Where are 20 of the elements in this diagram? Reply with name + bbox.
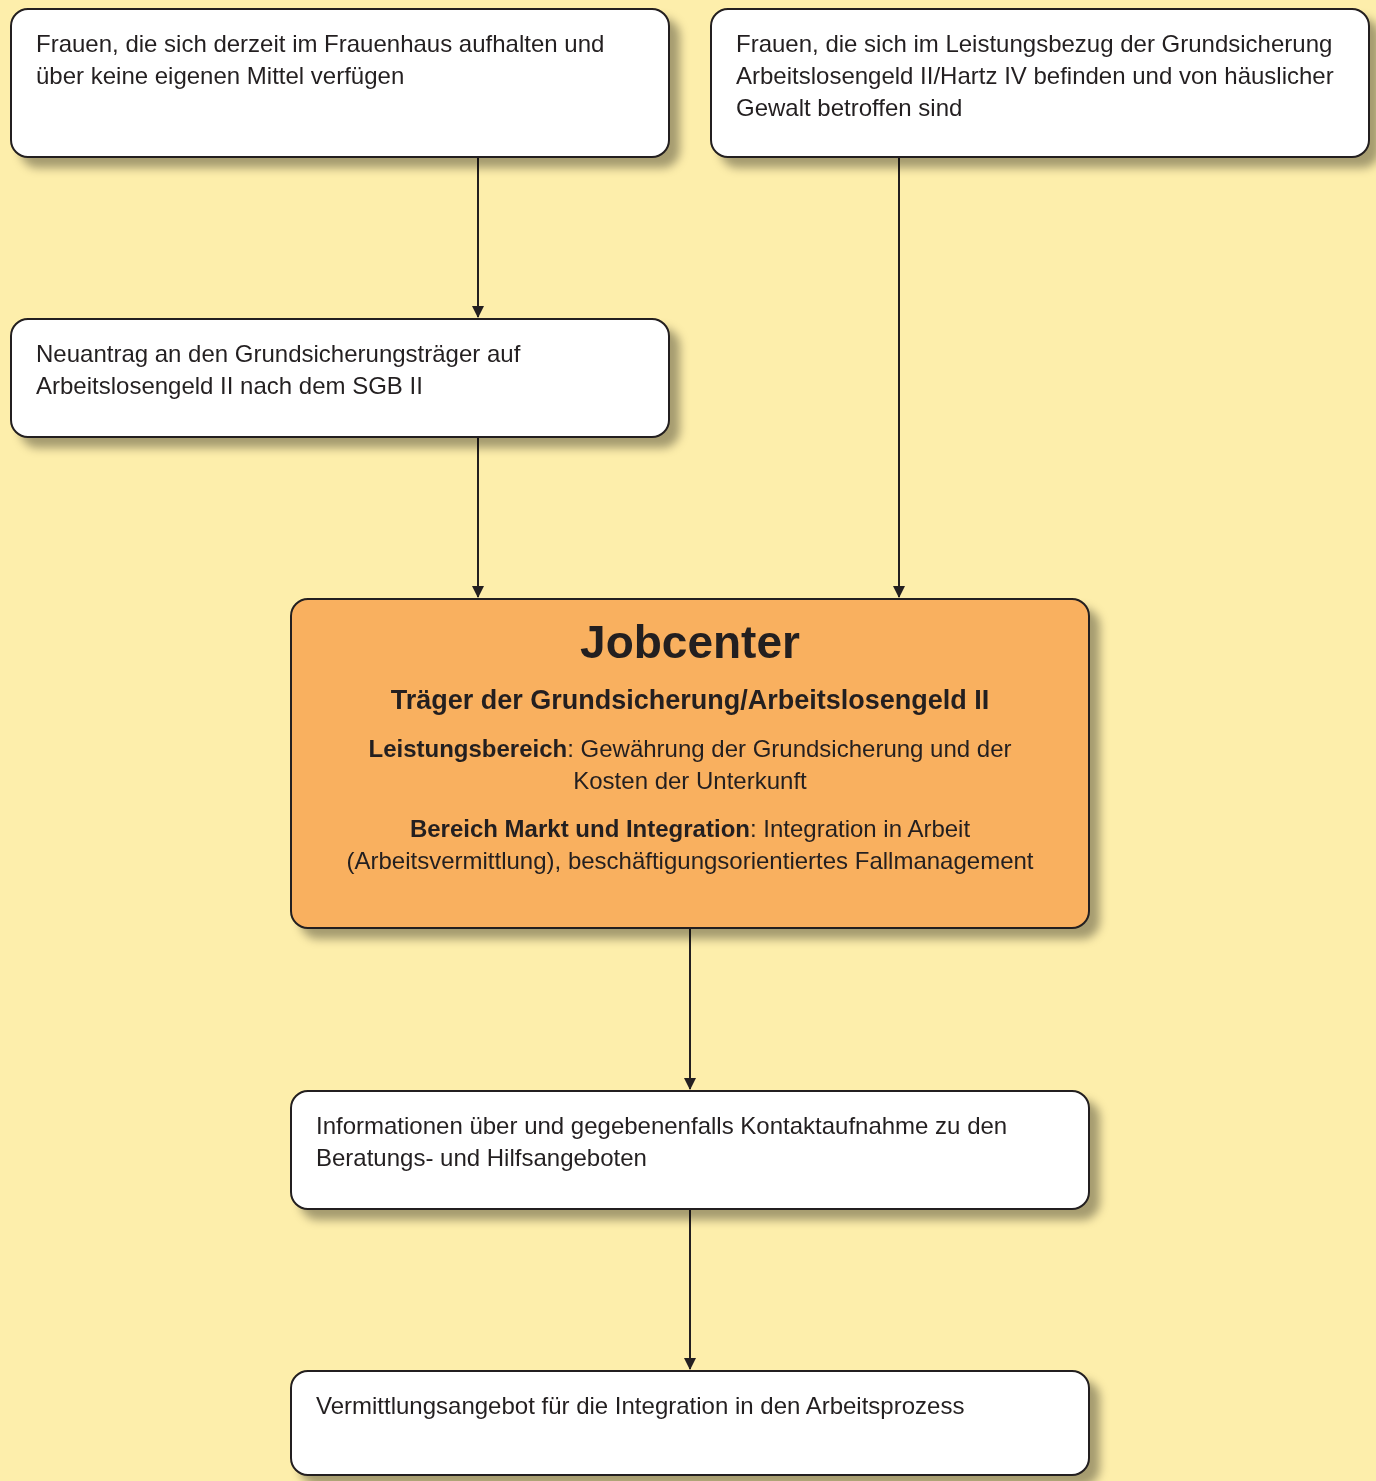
process-box xyxy=(10,318,670,438)
process-box xyxy=(710,8,1370,158)
arrow xyxy=(472,157,484,318)
description-text: Leistungsbereich: Gewährung der Grundsicherung und der Kosten der Unterkunft xyxy=(367,734,1013,797)
highlight-box xyxy=(290,598,1090,929)
arrow xyxy=(684,928,696,1090)
box-text: Frauen, die sich im Leistungsbezug der Grundsicherung Arbeitslosengeld II/Hartz IV befinden und von häuslicher Gewalt betroffen sind xyxy=(736,29,1335,123)
box-text: Neuantrag an den Grundsicherungsträger auf Arbeitslosengeld II nach dem SGB II xyxy=(36,339,522,401)
box-title: Jobcenter xyxy=(580,615,800,670)
arrow xyxy=(472,437,484,598)
box-subtitle: Träger der Grundsicherung/Arbeitslosengeld II xyxy=(390,683,990,717)
process-box xyxy=(290,1370,1090,1476)
arrow xyxy=(684,1209,696,1370)
arrow xyxy=(893,157,905,598)
process-box xyxy=(290,1090,1090,1210)
process-box xyxy=(10,8,670,158)
box-text: Frauen, die sich derzeit im Frauenhaus aufhalten und über keine eigenen Mittel verfügen xyxy=(36,29,606,91)
description-text: Bereich Markt und Integration: Integration in Arbeit (Arbeitsvermittlung), beschäftigungsorientiertes Fallmanagement xyxy=(345,814,1035,877)
box-text: Vermittlungsangebot für die Integration in den Arbeitsprozess xyxy=(316,1391,966,1421)
box-text: Informationen über und gegebenenfalls Kontaktaufnahme zu den Beratungs- und Hilfsangeboten xyxy=(316,1111,1009,1173)
